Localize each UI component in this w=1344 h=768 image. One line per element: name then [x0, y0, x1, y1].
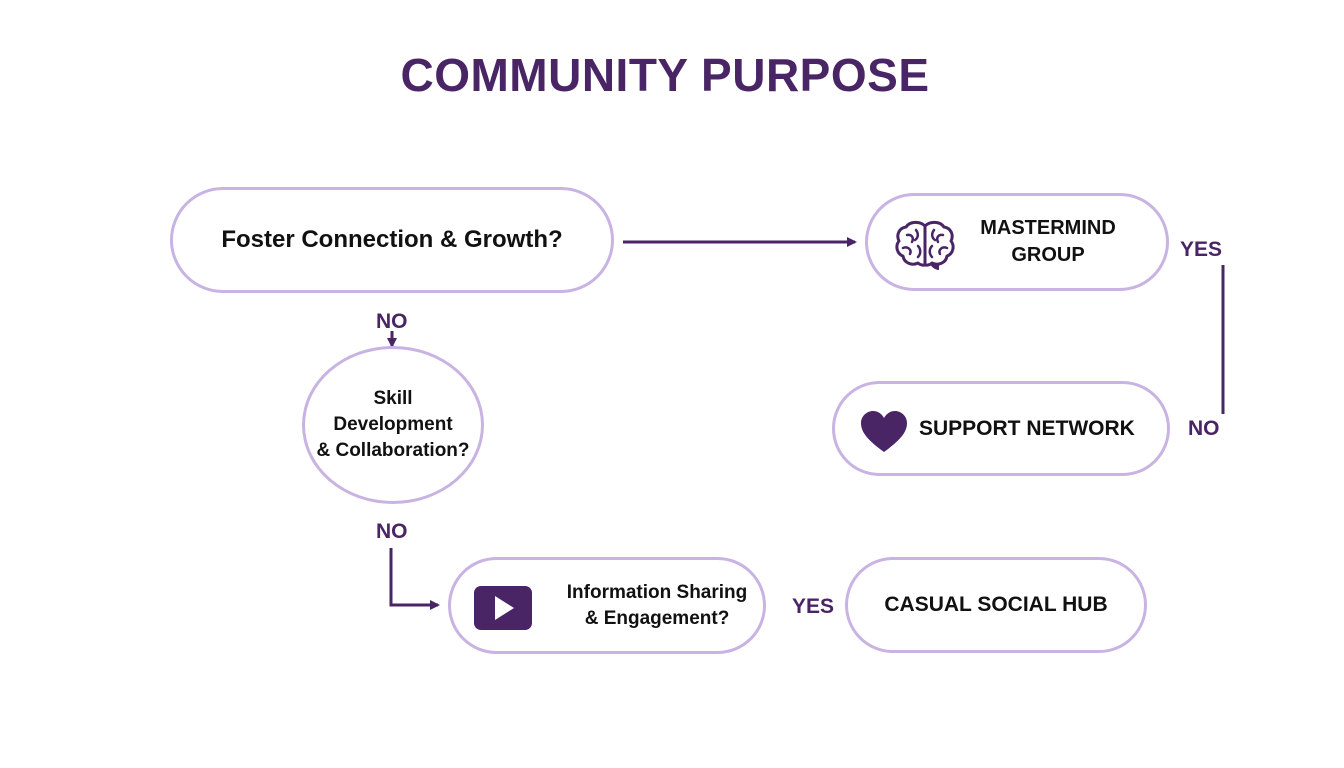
- node-foster-label: Foster Connection & Growth?: [221, 226, 563, 253]
- info-label-line2: & Engagement?: [584, 607, 730, 629]
- mastermind-label: MASTERMIND GROUP: [953, 215, 1143, 269]
- skill-label: Skill Development & Collaboration?: [316, 386, 469, 464]
- mastermind-label-line2: GROUP: [1011, 244, 1085, 266]
- info-label: Information Sharing & Engagement?: [557, 580, 757, 632]
- skill-label-line1: Skill: [373, 388, 413, 409]
- edge-label-no-foster-skill: NO: [376, 310, 408, 333]
- info-label-line1: Information Sharing: [566, 581, 748, 603]
- node-support-network: SUPPORT NETWORK: [832, 381, 1170, 476]
- node-mastermind-group: MASTERMIND GROUP: [865, 193, 1169, 291]
- heart-icon: [859, 410, 909, 460]
- skill-label-line3: & Collaboration?: [316, 440, 470, 461]
- edge-label-no-mastermind-support: NO: [1188, 417, 1220, 440]
- mastermind-label-line1: MASTERMIND: [980, 217, 1116, 239]
- brain-icon: [894, 218, 956, 280]
- edge-label-yes-mastermind: YES: [1180, 238, 1223, 261]
- node-foster-connection: Foster Connection & Growth?: [170, 187, 614, 293]
- node-information-sharing: Information Sharing & Engagement?: [448, 557, 766, 654]
- node-skill-development: Skill Development & Collaboration?: [302, 346, 484, 504]
- node-casual-social-hub: CASUAL SOCIAL HUB: [845, 557, 1147, 653]
- skill-label-line2: Development: [333, 414, 453, 435]
- support-label: SUPPORT NETWORK: [919, 416, 1135, 440]
- page-title: COMMUNITY PURPOSE: [400, 49, 930, 101]
- video-play-icon: [474, 586, 532, 636]
- edge-label-no-skill-info: NO: [376, 520, 408, 543]
- arrow-skill-to-info: [389, 548, 440, 610]
- edge-label-yes-info-casual: YES: [792, 595, 835, 618]
- casual-label: CASUAL SOCIAL HUB: [884, 593, 1108, 616]
